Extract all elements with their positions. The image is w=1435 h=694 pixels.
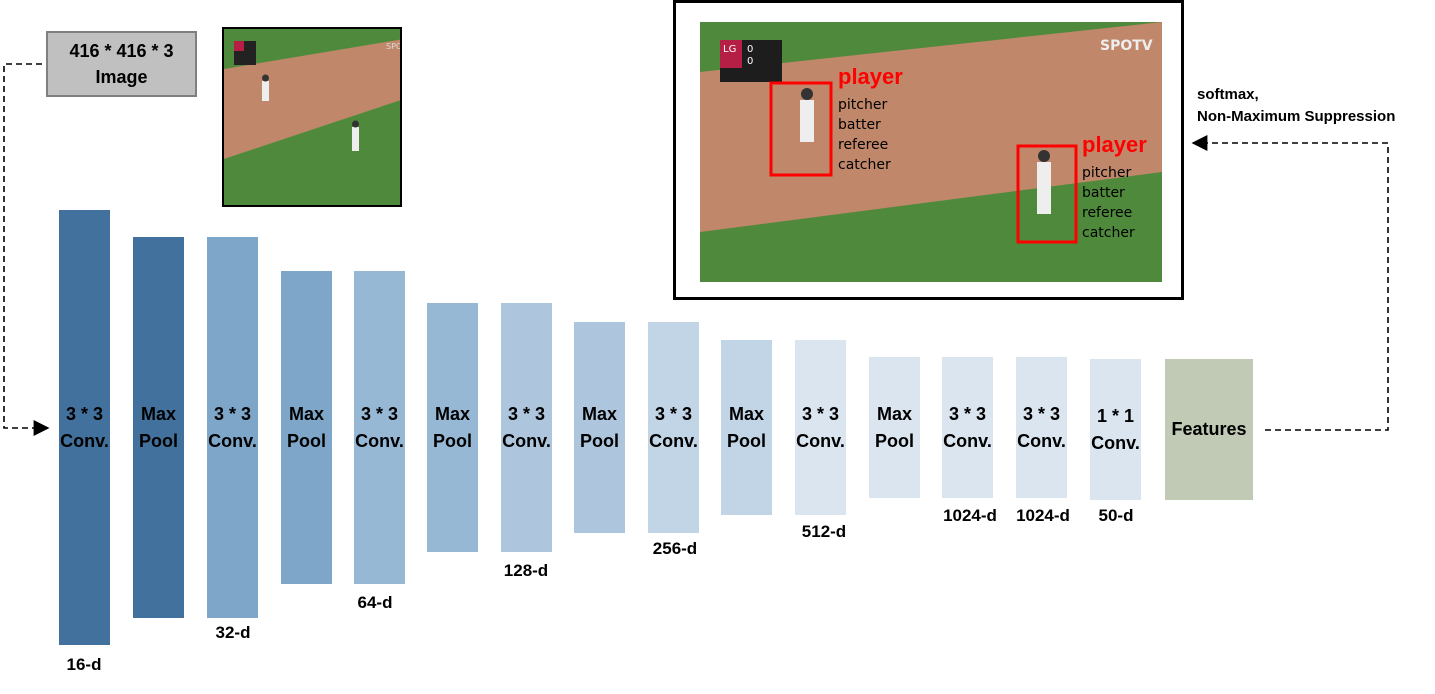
layer-label: Features [1171,419,1247,439]
dimension-label: 512-d [801,522,847,541]
postprocess-label: softmax, Non-Maximum Suppression [1197,86,1396,125]
layer-label: Max Pool [139,403,178,451]
layer-block: 3 * 3 Conv. [207,237,258,618]
input-image-box: 416 * 416 * 3 Image [46,31,197,97]
layer-label: 3 * 3 Conv. [796,403,845,451]
layer-block: 1 * 1 Conv. [1090,359,1141,500]
output-arrow [1191,135,1389,431]
input-arrow [3,63,50,436]
layer-block: 3 * 3 Conv. [648,322,699,533]
layer-block: Max Pool [281,271,332,584]
input-image-label: Image [95,67,148,87]
dimension-label: 128-d [503,561,549,580]
layer-label: Max Pool [287,403,326,451]
features-block: Features [1165,359,1253,500]
layer-block: 3 * 3 Conv. [354,271,405,584]
output-frame: LG 0 0 SPOTV player pitcher batter refer… [673,0,1184,300]
dimension-label: 256-d [652,539,698,558]
layer-label: Max Pool [727,403,766,451]
layer-label: 3 * 3 Conv. [649,403,698,451]
dimension-label: 64-d [357,593,393,612]
dimension-label: 1024-d [943,506,997,525]
layer-label: Max Pool [580,403,619,451]
layer-label: 3 * 3 Conv. [1017,403,1066,451]
svg-text:SPO: SPO [386,42,402,51]
layer-label: Max Pool [875,403,914,451]
layer-block: Max Pool [721,340,772,515]
layer-label: 3 * 3 Conv. [60,403,109,451]
layer-label: 3 * 3 Conv. [502,403,551,451]
dimension-label: 32-d [215,623,251,642]
layer-label: 3 * 3 Conv. [355,403,404,451]
layer-block: Max Pool [427,303,478,552]
layer-block: 3 * 3 Conv. [795,340,846,515]
input-thumbnail: SPO [222,27,402,207]
detection-classes: pitcher batter referee catcher [1082,165,1135,241]
svg-text:0: 0 [747,56,753,67]
svg-text:SPOTV: SPOTV [1100,38,1153,54]
detection-label: player [838,64,903,89]
layer-label: 3 * 3 Conv. [208,403,257,451]
layer-block: Max Pool [574,322,625,533]
detection-label: player [1082,132,1147,157]
input-size-label: 416 * 416 * 3 [69,41,174,61]
layer-block: 3 * 3 Conv. [59,210,110,645]
output-image: LG 0 0 SPOTV player pitcher batter refer… [700,22,1162,282]
svg-text:LG: LG [723,44,736,55]
layer-block: 3 * 3 Conv. [501,303,552,552]
dimension-label: 16-d [66,655,102,674]
layer-label: Max Pool [433,403,472,451]
detection-classes: pitcher batter referee catcher [838,97,891,173]
layer-label: 1 * 1 Conv. [1091,405,1140,453]
layer-label: 3 * 3 Conv. [943,403,992,451]
layer-block: Max Pool [869,357,920,498]
layer-block: 3 * 3 Conv. [942,357,993,498]
dimension-label: 1024-d [1016,506,1070,525]
svg-text:0: 0 [747,44,753,55]
layer-block: 3 * 3 Conv. [1016,357,1067,498]
dimension-label: 50-d [1098,506,1134,525]
layer-block: Max Pool [133,237,184,618]
